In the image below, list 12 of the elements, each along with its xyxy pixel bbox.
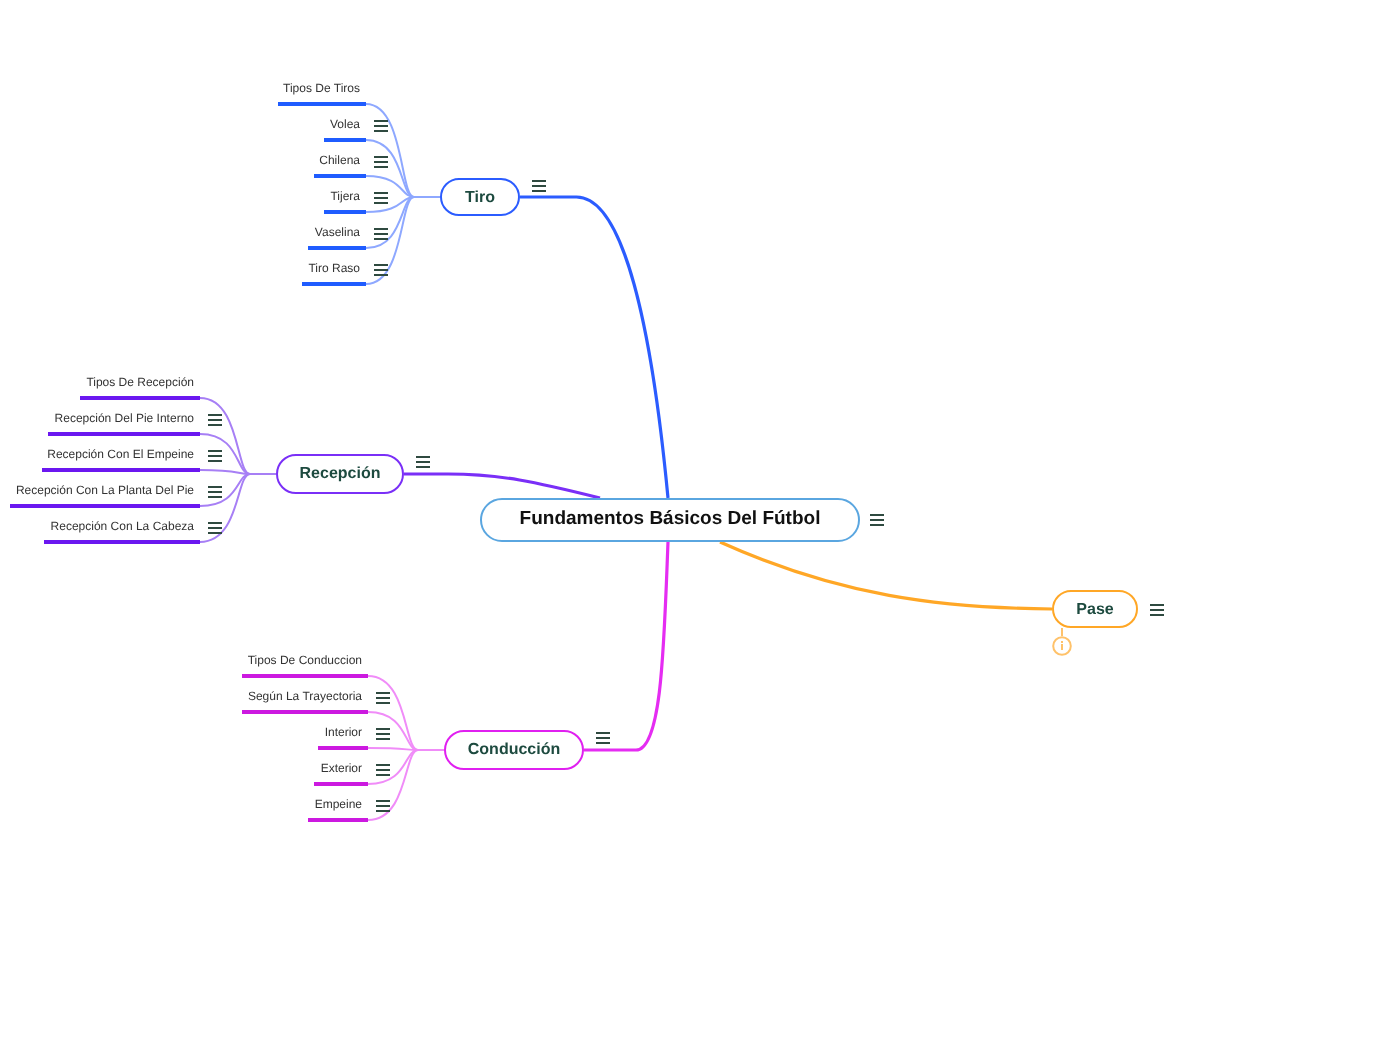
main-topic: Recepción [276, 454, 404, 494]
branch-line [520, 195, 670, 499]
central-topic: Fundamentos Básicos Del Fútbol [480, 498, 860, 542]
branch-line [367, 749, 445, 821]
main-topic: Pase [1052, 590, 1138, 628]
main-topic: Conducción [444, 730, 584, 770]
branch-line [584, 541, 670, 752]
branch-line [365, 196, 441, 285]
main-topic: Tiro [440, 178, 520, 216]
branch-line [404, 472, 601, 500]
branch-line [719, 540, 1053, 611]
branch-line [199, 473, 277, 543]
